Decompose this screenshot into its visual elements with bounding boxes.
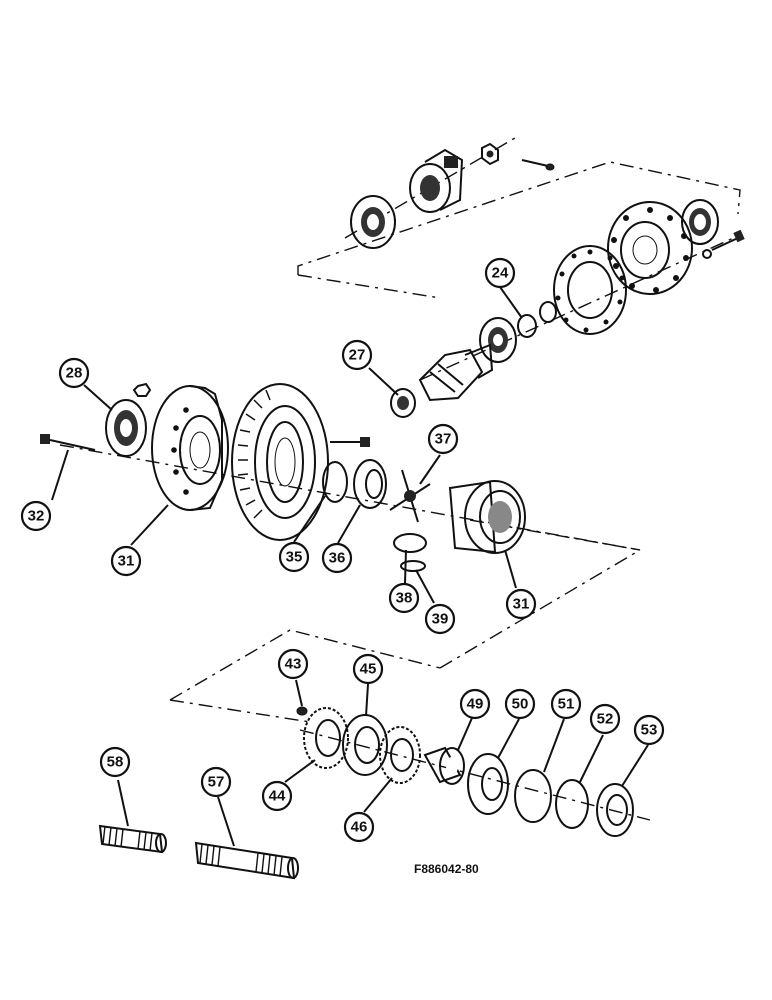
svg-text:43: 43 <box>285 656 302 673</box>
flange-housing <box>607 201 693 295</box>
svg-text:28: 28 <box>66 365 83 382</box>
callout-57: 57 <box>200 766 232 798</box>
lower-axis-line <box>299 729 651 821</box>
callout-24: 24 <box>484 257 516 289</box>
callout-45: 45 <box>352 653 384 685</box>
svg-text:31: 31 <box>513 596 530 613</box>
callout-43: 43 <box>277 648 309 680</box>
diff-axis-line <box>59 444 641 551</box>
clutch-hub-49 <box>423 746 465 785</box>
callout-35: 35 <box>278 541 310 573</box>
nut-left <box>132 382 152 397</box>
svg-text:52: 52 <box>597 711 614 728</box>
washer-39 <box>400 560 426 572</box>
svg-text:35: 35 <box>286 549 303 566</box>
ring-gear <box>231 383 329 541</box>
callout-53: 53 <box>633 714 665 746</box>
callout-38: 38 <box>388 582 420 614</box>
washer-24 <box>517 314 537 338</box>
differential-case-right <box>448 480 526 554</box>
differential-case-left <box>151 385 229 511</box>
shaft-57 <box>194 841 299 880</box>
diff-pinion-38 <box>393 533 427 553</box>
callout-52: 52 <box>589 703 621 735</box>
svg-text:39: 39 <box>432 611 449 628</box>
nut-top <box>481 142 499 166</box>
callout-28: 28 <box>58 357 90 389</box>
seal-top <box>350 195 396 249</box>
callout-32: 32 <box>20 500 52 532</box>
callout-39: 39 <box>424 603 456 635</box>
svg-text:57: 57 <box>208 774 225 791</box>
svg-text:24: 24 <box>492 265 509 282</box>
bearing-upper-right <box>681 199 719 245</box>
callout-31-left: 31 <box>110 545 142 577</box>
gear-50 <box>467 753 509 815</box>
svg-text:46: 46 <box>351 819 368 836</box>
bearing-28 <box>105 399 147 457</box>
svg-text:53: 53 <box>641 722 658 739</box>
gasket-ring <box>553 245 627 335</box>
callout-46: 46 <box>343 811 375 843</box>
lower-boundary-dash <box>169 629 441 701</box>
top-boundary-dash <box>297 161 741 275</box>
callout-37: 37 <box>427 423 459 455</box>
callout-58: 58 <box>99 746 131 778</box>
svg-text:50: 50 <box>512 696 529 713</box>
callout-49: 49 <box>459 688 491 720</box>
svg-text:49: 49 <box>467 696 484 713</box>
callout-44: 44 <box>261 780 293 812</box>
bolt-upper-right <box>702 229 745 259</box>
svg-text:44: 44 <box>269 788 286 805</box>
snap-ring <box>539 301 557 323</box>
leader-lines <box>51 286 649 847</box>
svg-text:31: 31 <box>118 553 135 570</box>
cotter-pin <box>521 159 555 171</box>
callout-36: 36 <box>321 542 353 574</box>
top-assembly <box>297 134 745 418</box>
lower-boundary-lower <box>169 699 311 723</box>
svg-text:58: 58 <box>107 754 124 771</box>
shaft-58 <box>98 824 167 854</box>
svg-text:45: 45 <box>360 661 377 678</box>
callout-50: 50 <box>504 688 536 720</box>
pinion-bearing <box>479 317 517 363</box>
thrust-washer-35 <box>322 461 348 503</box>
callout-27: 27 <box>341 339 373 371</box>
spring-43 <box>296 706 308 716</box>
svg-text:38: 38 <box>396 590 413 607</box>
svg-text:36: 36 <box>329 550 346 567</box>
svg-text:27: 27 <box>349 347 366 364</box>
snap-ring-51 <box>514 769 552 823</box>
bolt-32 <box>40 434 96 451</box>
cross-spider-37 <box>389 469 431 523</box>
bolt-mid <box>330 437 370 447</box>
callout-51: 51 <box>550 688 582 720</box>
differential-assembly <box>40 382 641 669</box>
yoke <box>409 148 464 213</box>
diff-boundary-lower <box>439 549 641 669</box>
top-boundary-lower <box>297 274 441 299</box>
friction-disc-46 <box>379 726 421 784</box>
svg-text:51: 51 <box>558 696 575 713</box>
ring-52 <box>555 779 589 829</box>
svg-text:32: 32 <box>28 508 45 525</box>
plate-45 <box>342 714 388 776</box>
bearing-53 <box>596 783 634 837</box>
side-gear-36 <box>353 459 387 509</box>
svg-text:37: 37 <box>435 431 452 448</box>
callout-31-right: 31 <box>505 588 537 620</box>
pinion-bearing-small <box>390 388 416 418</box>
figure-reference: F886042-80 <box>414 862 479 876</box>
pinion-gear <box>418 343 494 402</box>
friction-disc-44 <box>303 707 349 769</box>
clutch-assembly <box>98 629 651 880</box>
